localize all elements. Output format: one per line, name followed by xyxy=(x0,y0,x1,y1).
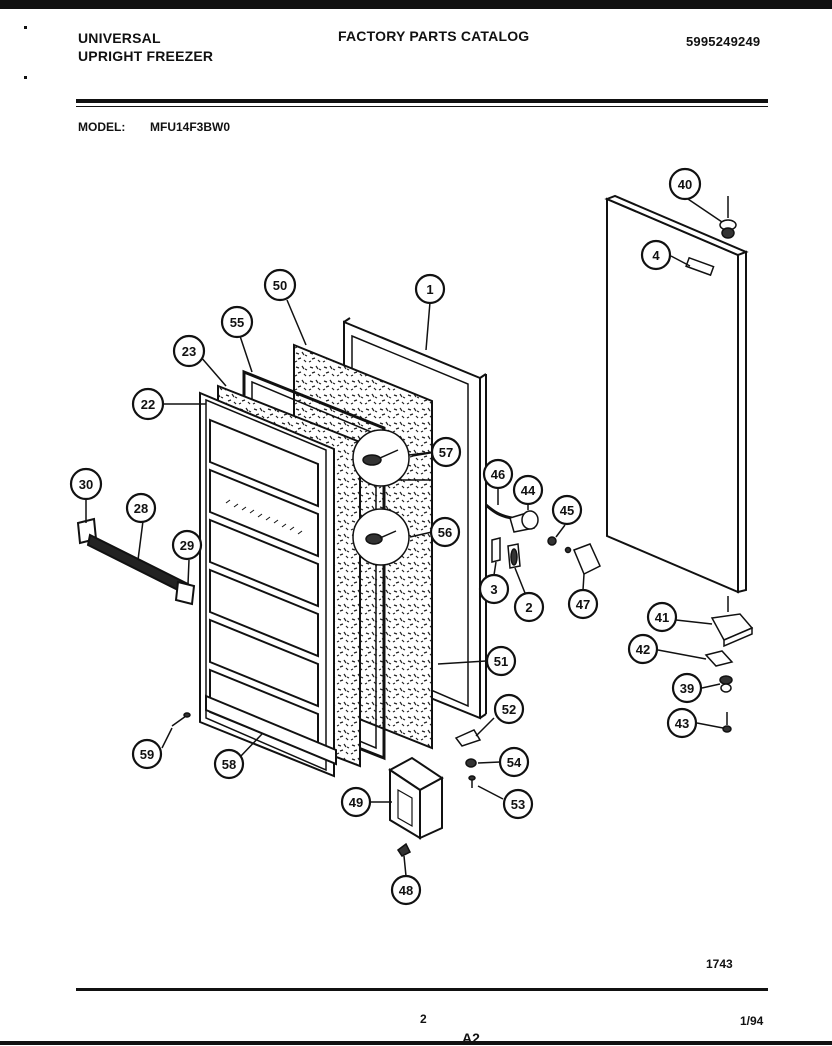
callout-41: 41 xyxy=(646,601,678,633)
door-handle-assembly xyxy=(76,517,196,606)
latch-clips xyxy=(491,537,521,569)
brand-line-1: UNIVERSAL xyxy=(78,30,161,46)
callout-39: 39 xyxy=(671,672,703,704)
callout-56: 56 xyxy=(429,516,461,548)
callout-45: 45 xyxy=(551,494,583,526)
callout-4: 4 xyxy=(640,239,672,271)
svg-text:47: 47 xyxy=(576,597,590,612)
detail-circle-56 xyxy=(352,508,410,566)
svg-text:23: 23 xyxy=(182,344,196,359)
svg-text:57: 57 xyxy=(439,445,453,460)
svg-text:44: 44 xyxy=(521,483,536,498)
callout-51: 51 xyxy=(485,645,517,677)
svg-text:29: 29 xyxy=(180,538,194,553)
callout-42: 42 xyxy=(627,633,659,665)
hinge-cover xyxy=(388,756,444,840)
svg-text:50: 50 xyxy=(273,278,287,293)
callout-28: 28 xyxy=(125,492,157,524)
leader-lines xyxy=(85,196,724,877)
svg-text:49: 49 xyxy=(349,795,363,810)
callout-30: 30 xyxy=(69,467,103,501)
svg-text:46: 46 xyxy=(491,467,505,482)
svg-text:42: 42 xyxy=(636,642,650,657)
header-rule xyxy=(76,99,768,103)
svg-text:55: 55 xyxy=(230,315,244,330)
svg-text:58: 58 xyxy=(222,757,236,772)
bottom-trim-strip xyxy=(205,694,337,766)
cap-48 xyxy=(396,842,412,857)
callout-47: 47 xyxy=(567,588,599,620)
edge-mark xyxy=(24,76,27,79)
svg-text:2: 2 xyxy=(525,600,532,615)
callout-50: 50 xyxy=(263,268,297,302)
callout-3: 3 xyxy=(478,573,510,605)
screw-59 xyxy=(171,712,191,727)
lower-hardware xyxy=(454,729,482,788)
svg-text:52: 52 xyxy=(502,702,516,717)
callout-2: 2 xyxy=(513,591,545,623)
svg-text:51: 51 xyxy=(494,654,508,669)
callout-52: 52 xyxy=(493,693,525,725)
svg-text:22: 22 xyxy=(141,397,155,412)
bottom-border-bar xyxy=(0,1041,832,1045)
header-rule-thin xyxy=(76,106,768,107)
callout-40: 40 xyxy=(668,167,702,201)
svg-text:59: 59 xyxy=(140,747,154,762)
svg-text:40: 40 xyxy=(678,177,692,192)
svg-text:54: 54 xyxy=(507,755,522,770)
svg-text:53: 53 xyxy=(511,797,525,812)
callout-22: 22 xyxy=(131,387,165,421)
svg-text:4: 4 xyxy=(652,248,660,263)
callout-59: 59 xyxy=(131,738,163,770)
svg-text:45: 45 xyxy=(560,503,574,518)
svg-text:48: 48 xyxy=(399,883,413,898)
model-value: MFU14F3BW0 xyxy=(150,120,231,134)
outer-door-panel xyxy=(604,194,749,594)
model-label: MODEL: xyxy=(78,120,126,134)
callout-54: 54 xyxy=(498,746,530,778)
top-border-bar xyxy=(0,0,832,9)
svg-text:39: 39 xyxy=(680,681,694,696)
door-switch-parts xyxy=(485,503,601,576)
svg-text:28: 28 xyxy=(134,501,148,516)
callout-bubbles: 1 2 3 4 22 23 28 29 30 39 40 41 42 43 44… xyxy=(69,167,703,906)
svg-text:43: 43 xyxy=(675,716,689,731)
callout-1: 1 xyxy=(414,273,446,305)
svg-text:3: 3 xyxy=(490,582,497,597)
catalog-date: 1/94 xyxy=(740,1014,764,1028)
callout-53: 53 xyxy=(502,788,534,820)
brand-line-2: UPRIGHT FREEZER xyxy=(78,48,214,64)
edge-mark xyxy=(24,26,27,29)
callout-55: 55 xyxy=(220,305,254,339)
svg-text:30: 30 xyxy=(79,477,93,492)
svg-text:1: 1 xyxy=(426,282,433,297)
callout-43: 43 xyxy=(666,707,698,739)
bottom-hinge-assembly xyxy=(704,596,754,733)
catalog-title: FACTORY PARTS CATALOG xyxy=(338,28,530,44)
footer-rule xyxy=(76,988,768,991)
svg-text:56: 56 xyxy=(438,525,452,540)
svg-text:41: 41 xyxy=(655,610,669,625)
callout-48: 48 xyxy=(390,874,422,906)
callout-29: 29 xyxy=(171,529,203,561)
catalog-number: 5995249249 xyxy=(686,34,761,49)
page-number: 2 xyxy=(420,1012,427,1026)
callout-44: 44 xyxy=(512,474,544,506)
callout-23: 23 xyxy=(172,334,206,368)
callout-49: 49 xyxy=(340,786,372,818)
callout-57: 57 xyxy=(430,436,462,468)
top-hinge-pin xyxy=(719,196,737,239)
callout-46: 46 xyxy=(482,458,514,490)
figure-number: 1743 xyxy=(706,957,733,971)
callout-58: 58 xyxy=(213,748,245,780)
door-shelf-front xyxy=(199,391,335,778)
detail-circle-57 xyxy=(352,429,434,487)
